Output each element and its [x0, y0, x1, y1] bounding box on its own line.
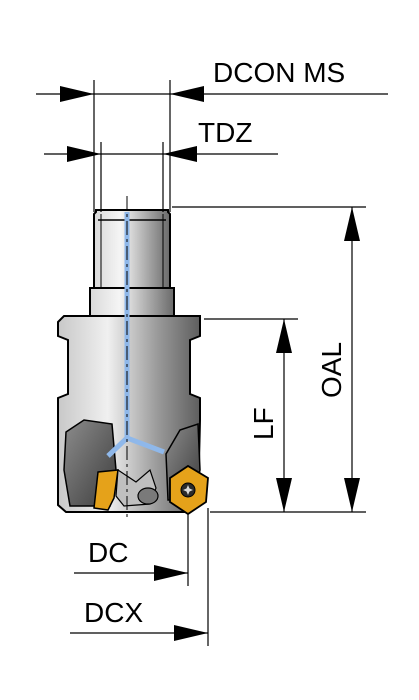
arrowhead-icon: [67, 146, 101, 162]
arrowhead-icon: [344, 478, 360, 512]
center-boss: [137, 487, 159, 505]
shank-collar: [89, 287, 175, 317]
arrowhead-icon: [344, 207, 360, 241]
arrowhead-icon: [163, 146, 197, 162]
dimension-dcx: DCX: [70, 508, 209, 646]
label-oal: OAL: [316, 342, 347, 398]
dimension-oal: OAL: [172, 206, 366, 513]
label-lf: LF: [248, 407, 279, 440]
milling-cutter-body: [57, 196, 209, 520]
dimension-dcon-ms: DCON MS: [36, 57, 388, 212]
label-dc: DC: [88, 537, 128, 568]
left-insert: [93, 469, 119, 511]
label-dcon-ms: DCON MS: [213, 57, 345, 88]
arrowhead-icon: [174, 625, 208, 641]
arrowhead-icon: [60, 86, 94, 102]
arrowhead-icon: [276, 319, 292, 353]
label-tdz: TDZ: [198, 117, 252, 148]
arrowhead-icon: [170, 86, 204, 102]
shank-thread: [93, 209, 171, 289]
arrowhead-icon: [276, 478, 292, 512]
arrowhead-icon: [154, 565, 188, 581]
dimension-tdz: TDZ: [44, 117, 278, 212]
dimension-dc: DC: [74, 514, 189, 586]
torx-recess-icon: [183, 485, 193, 495]
dimension-lf: LF: [204, 318, 298, 512]
label-dcx: DCX: [84, 597, 143, 628]
